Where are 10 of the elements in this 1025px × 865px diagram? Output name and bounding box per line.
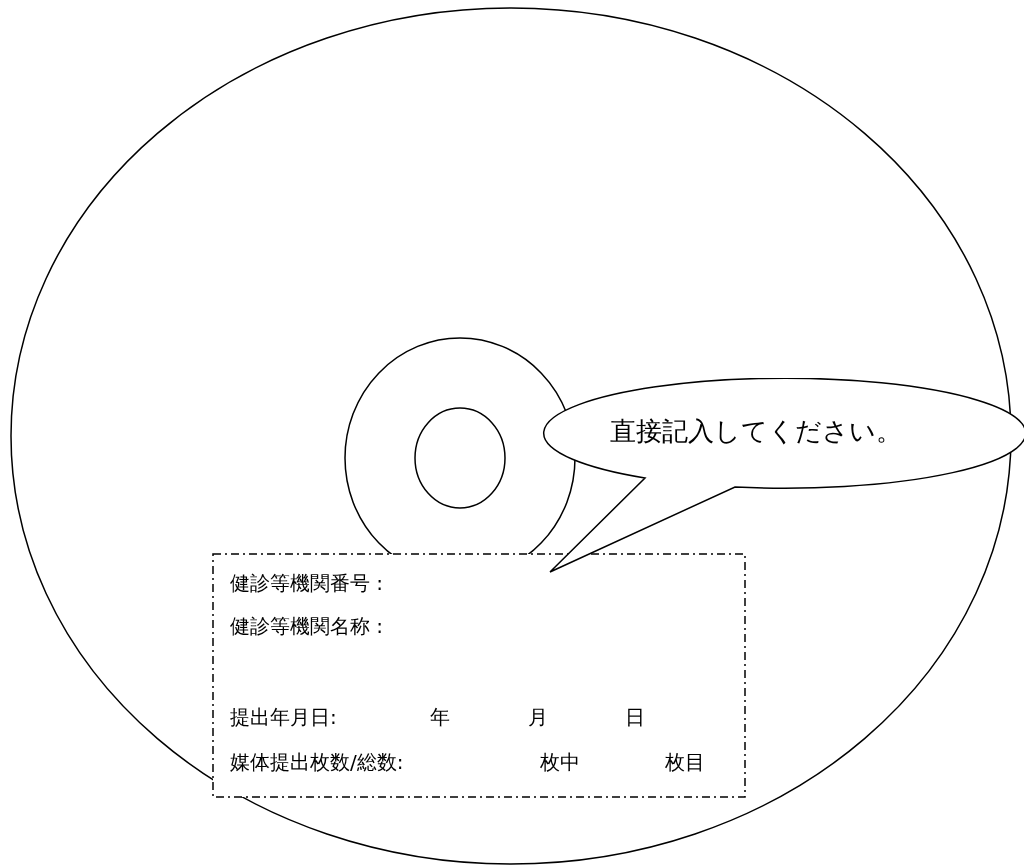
field-label: 日 — [625, 705, 645, 729]
field-label: 月 — [528, 705, 548, 729]
field-label: 健診等機関名称 : — [230, 614, 384, 638]
field-label: 媒体提出枚数/総数: — [230, 750, 404, 774]
field-label: 健診等機関番号 : — [230, 571, 384, 595]
field-label: 枚中 — [540, 750, 580, 774]
callout-text: 直接記入してください。 — [610, 416, 902, 446]
field-label: 枚目 — [665, 750, 705, 774]
field-label: 提出年月日: — [230, 705, 337, 729]
field-label: 年 — [430, 705, 450, 729]
